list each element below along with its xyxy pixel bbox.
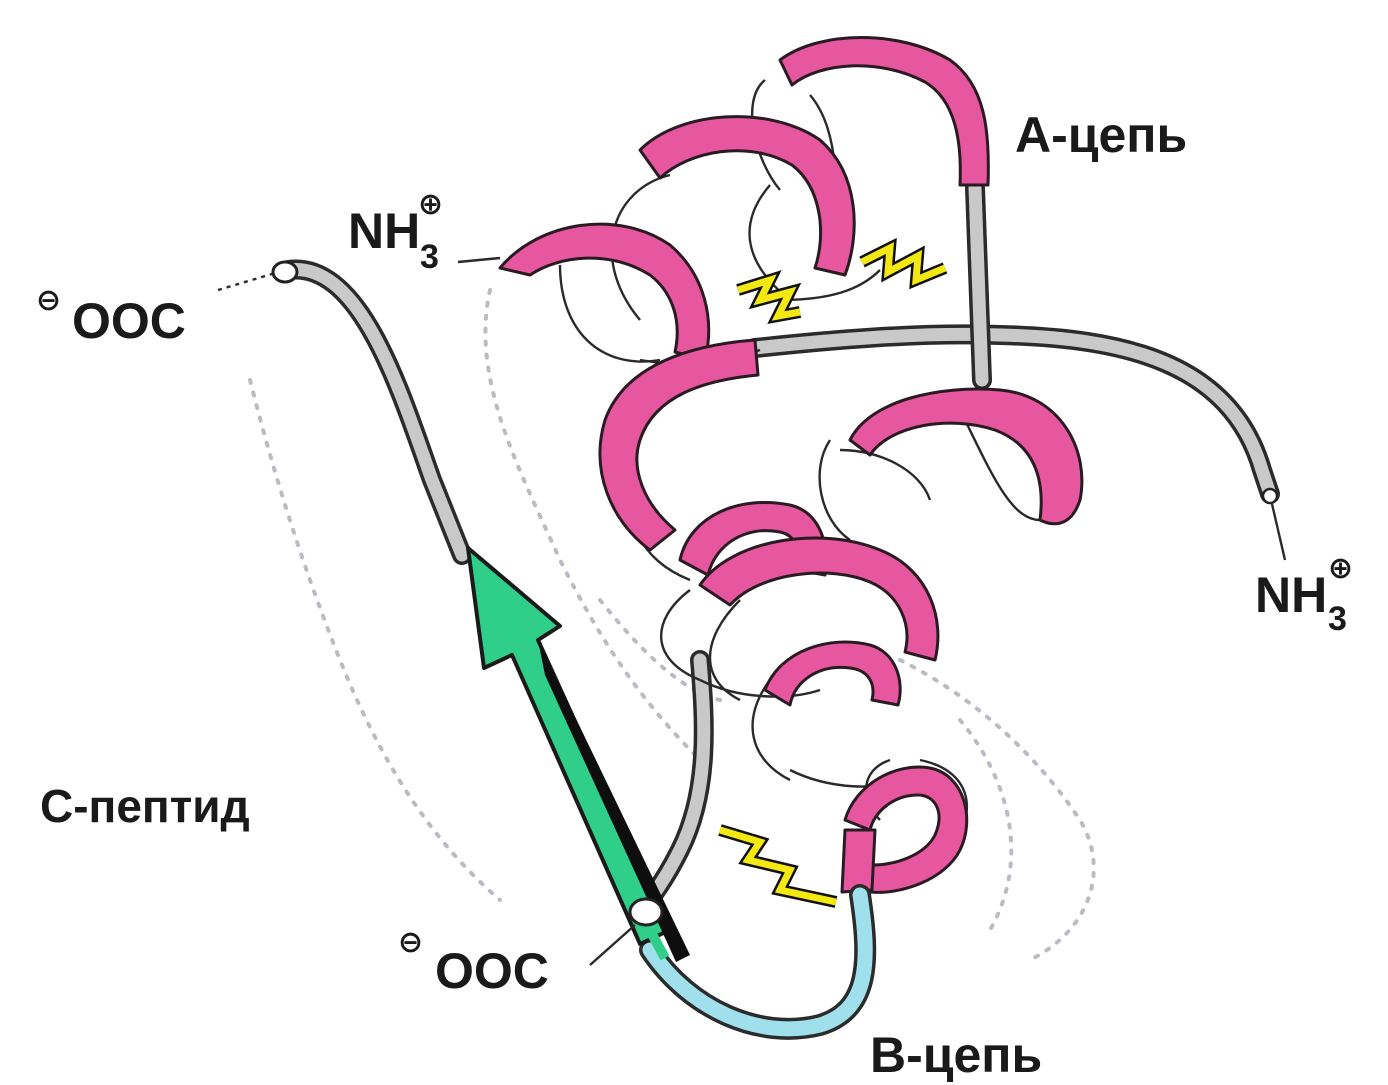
terminus-circle-bottom xyxy=(630,899,662,925)
terminus-circle-top xyxy=(273,262,297,282)
ooc-bottom-charge: ⊖ xyxy=(398,926,423,959)
nh3-top-charge: ⊕ xyxy=(418,188,443,221)
c-peptide-tube xyxy=(273,262,462,555)
nh3-top-subscript: 3 xyxy=(420,238,439,276)
ooc-top-charge: ⊖ xyxy=(36,284,61,317)
c-peptide-label: С-пептид xyxy=(40,780,250,832)
ooc-top-label: OOC xyxy=(72,293,186,349)
nh3-right-subscript: 3 xyxy=(1328,600,1347,638)
helix-segment xyxy=(765,642,900,705)
b-chain-label: В-цепь xyxy=(870,1027,1042,1083)
labels: А-цепь В-цепь С-пептид NH 3 ⊕ NH 3 ⊕ ⊖ O… xyxy=(36,107,1353,1083)
a-chain-label: А-цепь xyxy=(1015,107,1187,163)
helix-segment xyxy=(700,538,938,660)
ooc-bottom-label: OOC xyxy=(435,943,549,999)
b-chain-tail xyxy=(650,895,865,1029)
helix-segment xyxy=(842,830,875,892)
helix-segment xyxy=(850,389,1082,524)
zigzag-bond-icon xyxy=(738,280,800,316)
nh3-right-charge: ⊕ xyxy=(1328,552,1353,585)
nh3-top-label: NH xyxy=(348,203,420,259)
nh3-right-label: NH xyxy=(1255,567,1327,623)
helix-segment xyxy=(500,224,709,360)
